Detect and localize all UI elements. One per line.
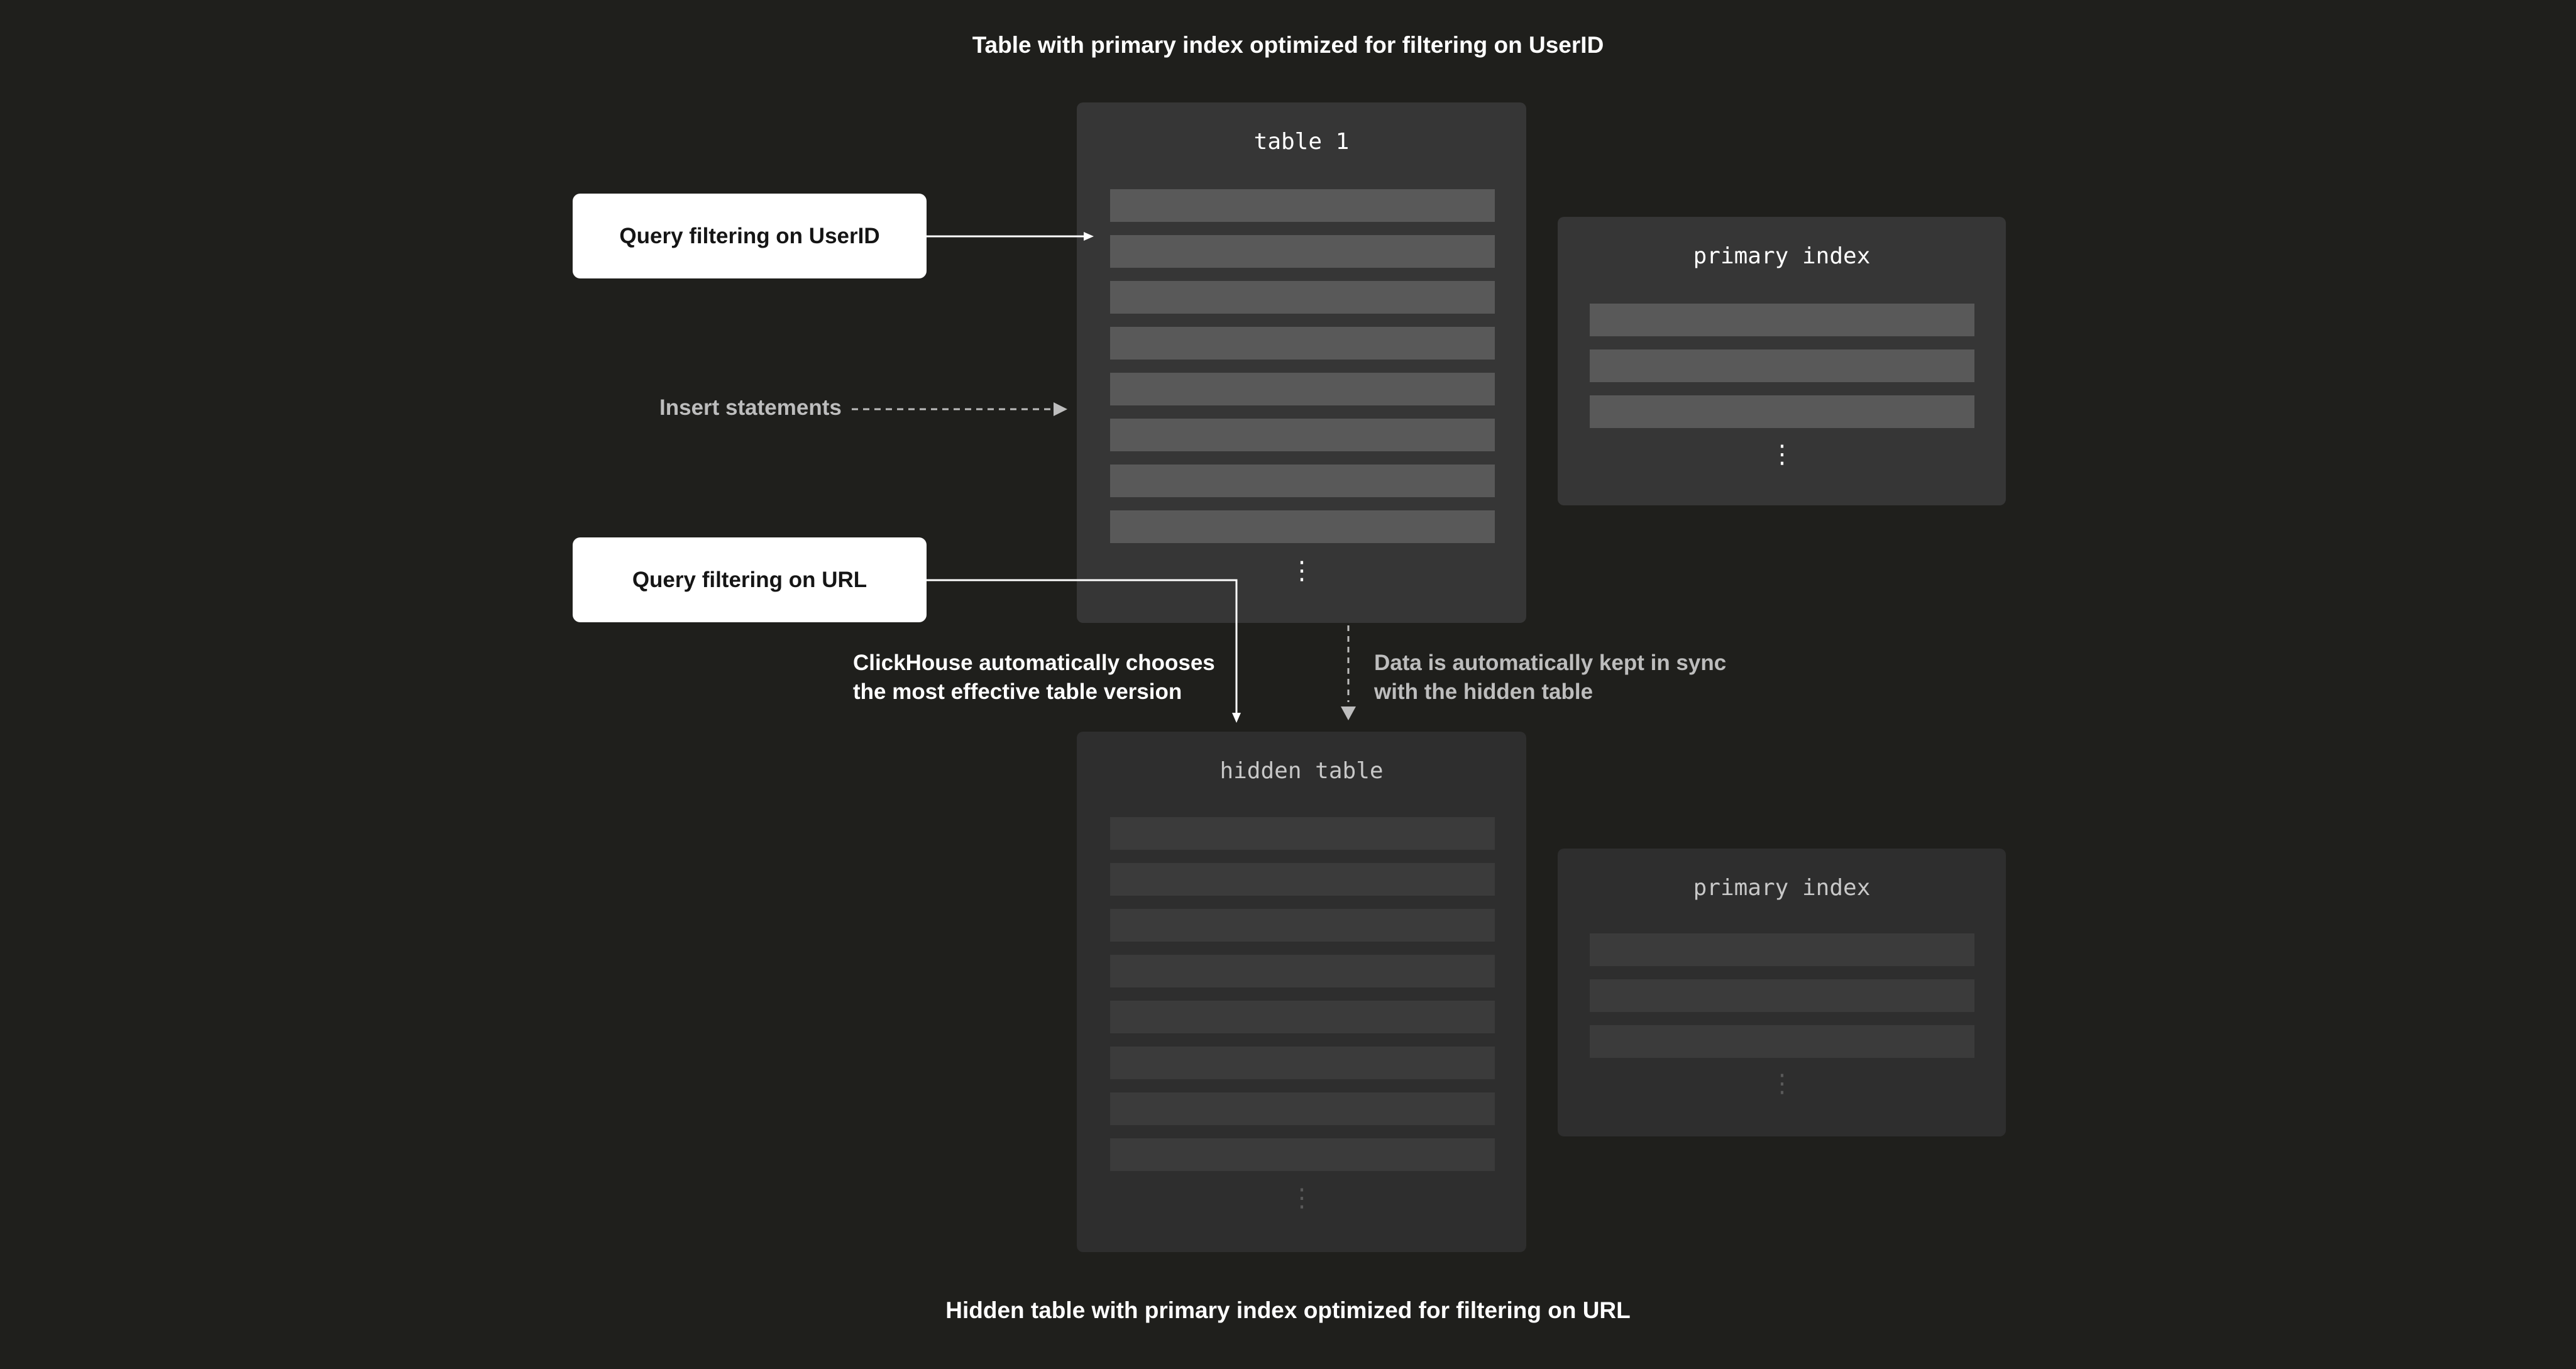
table-row [1110,863,1495,896]
table-row [1110,281,1495,314]
table-row [1110,510,1495,543]
insert-statements-label: Insert statements [659,395,842,420]
table-row [1590,933,1974,966]
automatic-choice-line-1: ClickHouse automatically chooses [853,651,1215,675]
table-row [1110,1138,1495,1171]
table-row [1110,817,1495,850]
automatic-choice-line-2: the most effective table version [853,679,1182,704]
table-row [1110,909,1495,942]
hidden-table-ellipsis: ⋮ [1289,1184,1314,1212]
table-row [1110,235,1495,268]
table-row [1110,373,1495,405]
table-row [1590,304,1974,336]
hidden-primary-index-title: primary index [1693,875,1871,901]
table-row [1110,1092,1495,1125]
table-row [1590,1025,1974,1058]
hidden-primary-index-panel: primary index ⋮ [1558,849,2006,1136]
hidden-table-panel: hidden table ⋮ [1077,732,1526,1252]
query-url-box: Query filtering on URL [573,537,927,622]
table-1-title: table 1 [1253,129,1350,155]
table-row [1110,465,1495,497]
table-row [1110,1047,1495,1079]
table-1-panel: table 1 ⋮ [1077,102,1526,623]
table-1-ellipsis: ⋮ [1289,556,1314,585]
table-row [1110,327,1495,360]
sync-line-1: Data is automatically kept in sync [1374,651,1727,675]
table-row [1110,419,1495,451]
insert-arrowhead [1054,402,1067,416]
userid-arrowhead [1084,232,1094,241]
table-row [1110,955,1495,987]
table-row [1110,1001,1495,1033]
hidden-primary-index-ellipsis: ⋮ [1770,1069,1795,1098]
table-row [1110,189,1495,222]
primary-index-title: primary index [1693,243,1871,269]
url-arrowhead [1232,713,1241,723]
table-row [1590,979,1974,1012]
table-row [1590,349,1974,382]
primary-index-ellipsis: ⋮ [1770,440,1795,469]
automatic-choice-label: ClickHouse automatically chooses the mos… [853,649,1215,706]
sync-label: Data is automatically kept in sync with … [1374,649,1726,706]
top-caption: Table with primary index optimized for f… [972,32,1604,58]
url-arrow-line [927,579,1238,713]
sync-line-2: with the hidden table [1374,679,1593,704]
primary-index-panel: primary index ⋮ [1558,217,2006,505]
query-userid-box: Query filtering on UserID [573,194,927,278]
sync-arrowhead [1341,706,1356,720]
table-row [1590,395,1974,428]
bottom-caption: Hidden table with primary index optimize… [945,1297,1631,1323]
hidden-table-title: hidden table [1219,758,1384,784]
